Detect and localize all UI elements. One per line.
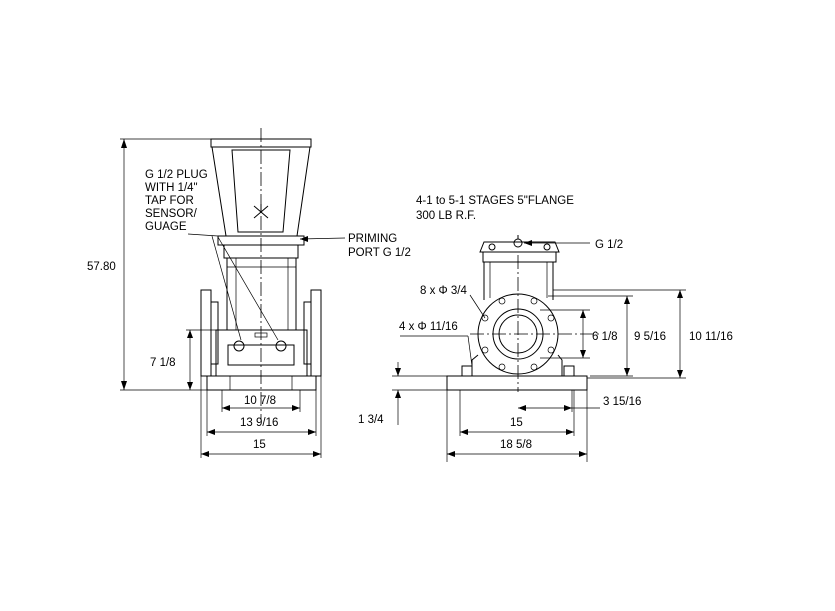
holes-base-label: 4 x Φ 11/16	[399, 321, 458, 333]
plug-right	[275, 340, 287, 352]
base-plate	[206, 375, 317, 391]
holes-flange-label: 8 x Φ 3/4	[420, 285, 467, 297]
front-flange	[470, 293, 600, 375]
grundfos-logo-icon	[253, 204, 269, 219]
dim-offset-label: 3 15/16	[603, 396, 641, 408]
flange-right	[310, 289, 322, 377]
flange-note: 4-1 to 5-1 STAGES 5"FLANGE 300 LB R.F.	[416, 195, 577, 222]
plug-left	[233, 340, 245, 352]
flange-left	[200, 289, 212, 377]
front-base-plate	[446, 375, 588, 391]
dim-inlet-height-label: 7 1/8	[150, 357, 176, 369]
plug-note: G 1/2 PLUG WITH 1/4" TAP FOR SENSOR/ GUA…	[145, 169, 211, 233]
dim-height-label: 57.80	[87, 261, 116, 273]
dim-flange-dia-label: 9 5/16	[634, 331, 666, 343]
holes-base-leader	[467, 335, 473, 367]
dim-foot-label: 1 3/4	[358, 414, 384, 426]
dim-flange-width-label: 15	[253, 439, 266, 451]
dim-base-length-label: 18 5/8	[500, 439, 532, 451]
holes-flange-leader	[469, 294, 486, 319]
chamber-head	[223, 244, 299, 259]
plug-leader-1	[211, 235, 242, 341]
pump-sleeve	[226, 258, 297, 330]
motor-adapter	[210, 138, 312, 237]
priming-note: PRIMING PORT G 1/2	[348, 233, 411, 259]
dim-bolt-span-label: 10 7/8	[244, 395, 276, 407]
side-view: G 1/2 PLUG WITH 1/4" TAP FOR SENSOR/ GUA…	[87, 128, 411, 458]
dim-pipe-dia-label: 6 1/8	[592, 331, 618, 343]
vent-plug	[513, 238, 523, 248]
plug-leader-2	[217, 236, 279, 341]
dim-total-label: 10 11/16	[689, 331, 733, 343]
dim-base-width-label: 13 9/16	[240, 417, 278, 429]
dim-base-holes-label: 15	[510, 417, 523, 429]
vent-note: G 1/2	[595, 239, 623, 251]
front-view: 4-1 to 5-1 STAGES 5"FLANGE 300 LB R.F. G…	[358, 195, 733, 462]
